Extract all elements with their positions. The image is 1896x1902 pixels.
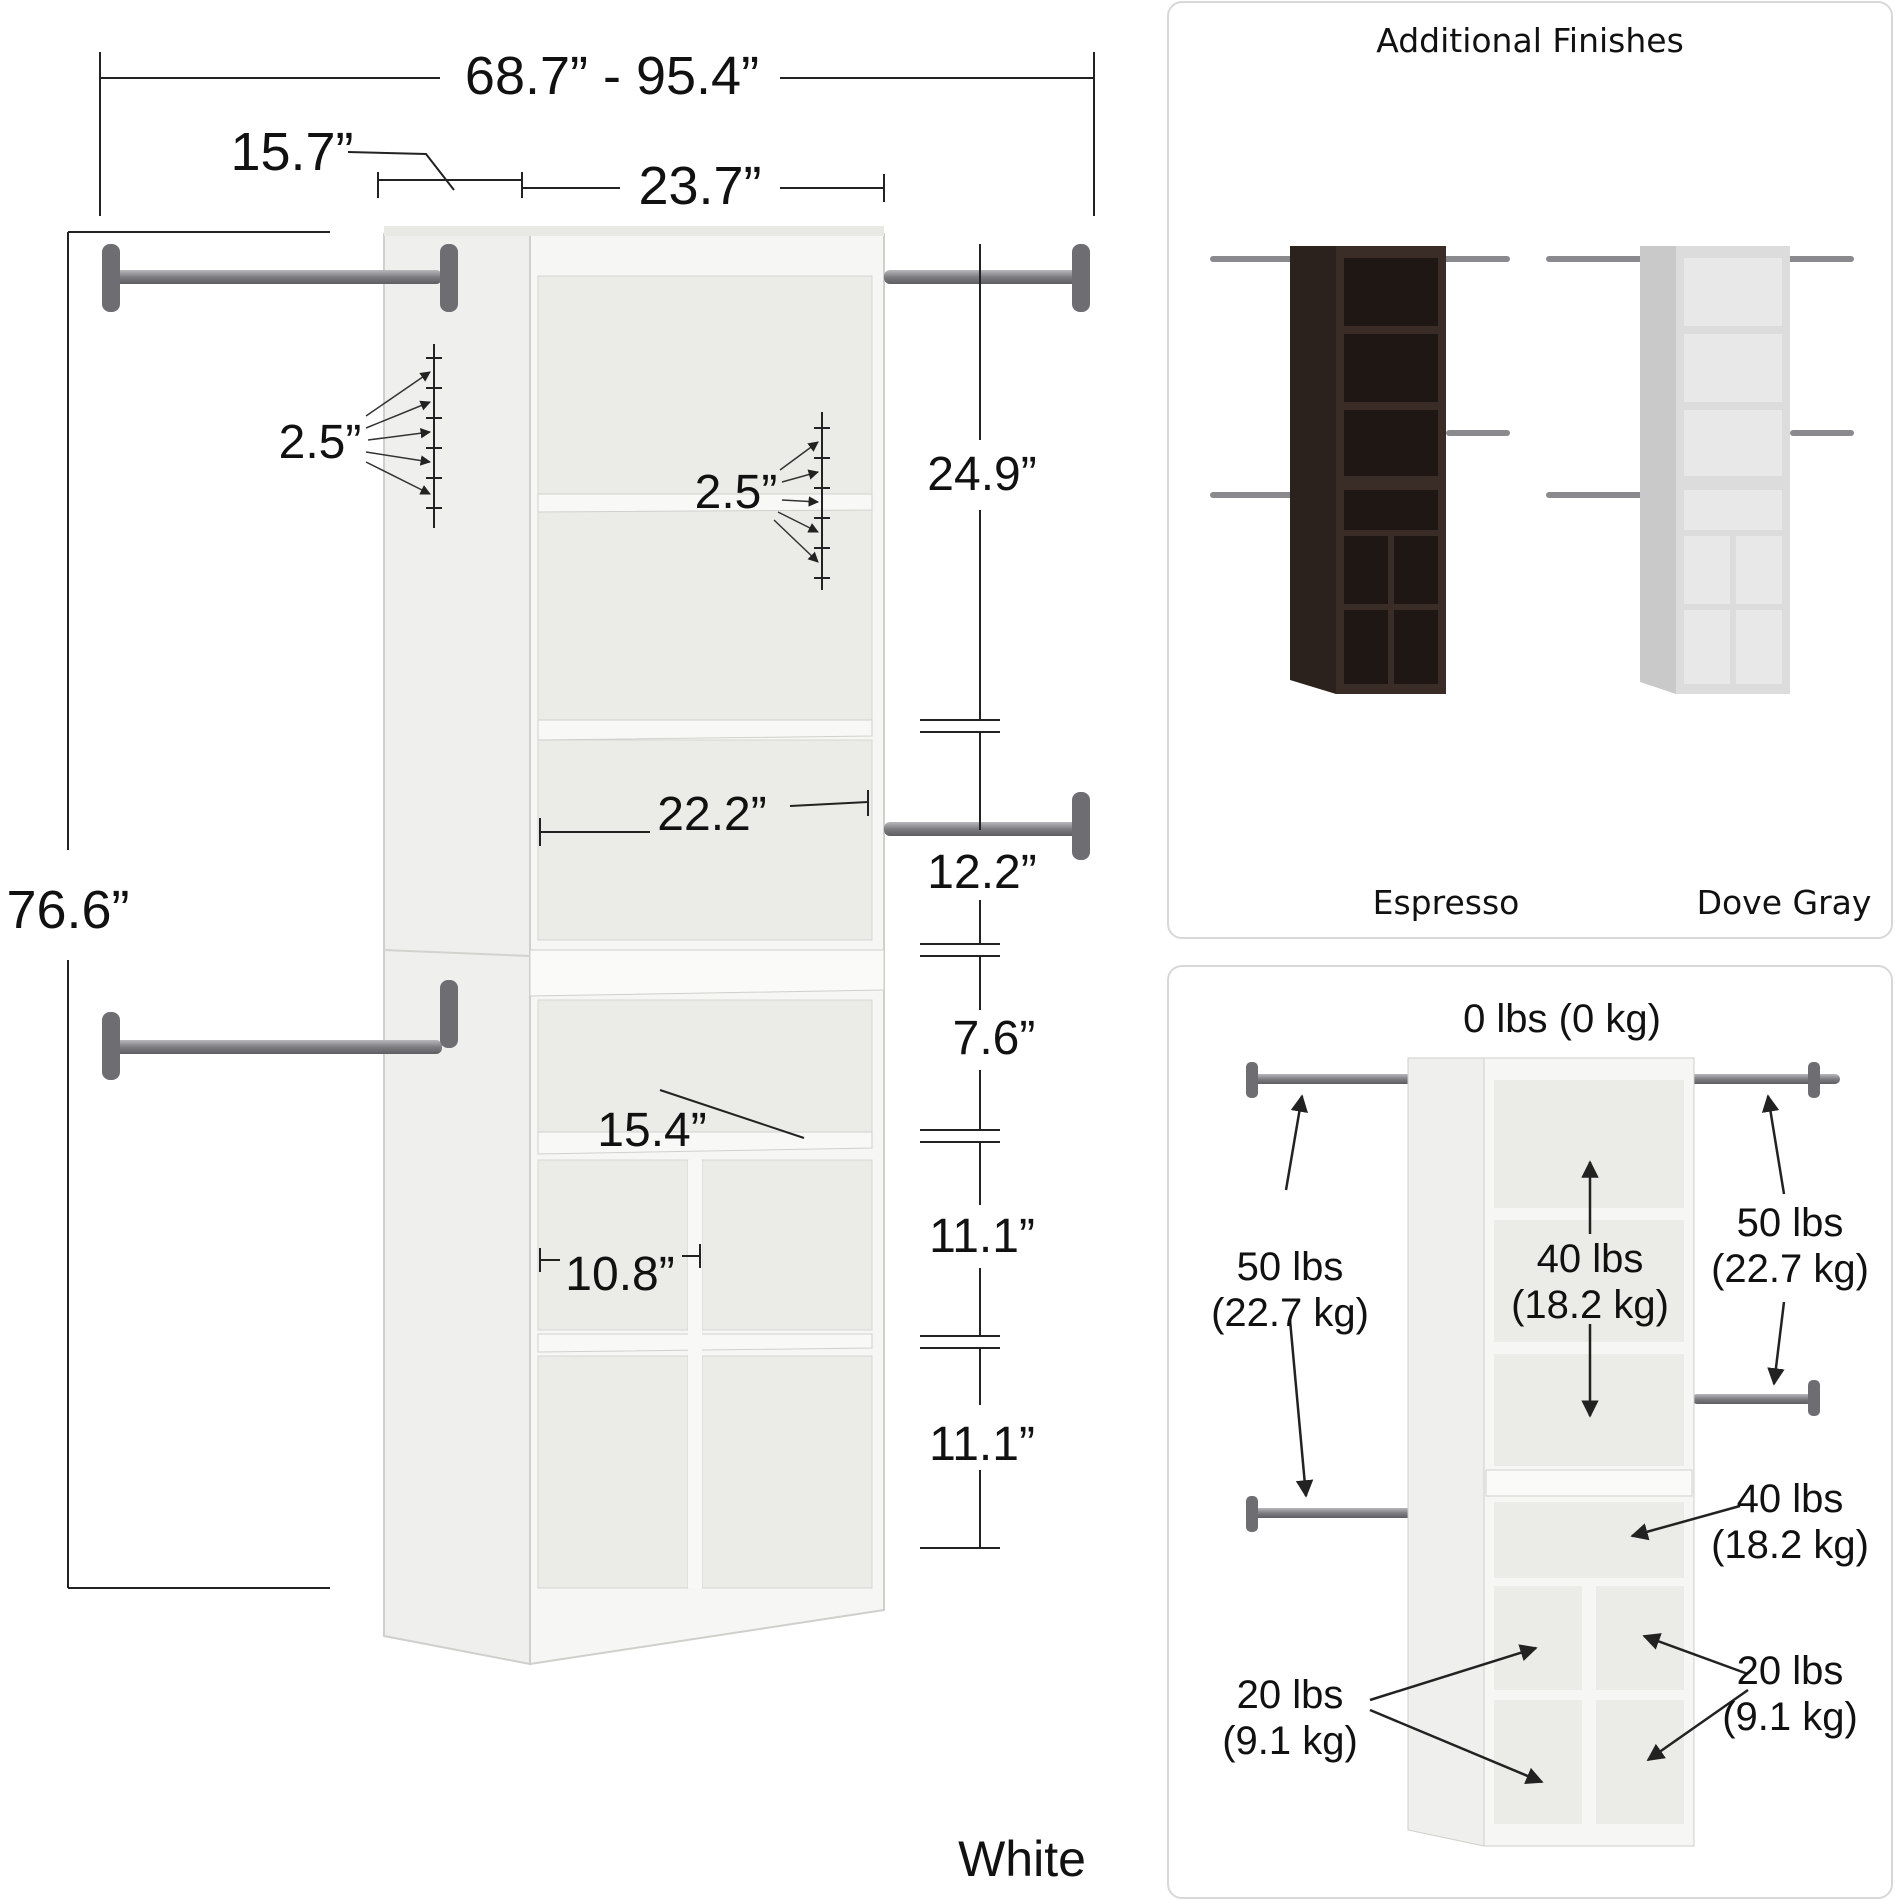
drawer-shelf-weight-lbs: 40 lbs (1737, 1477, 1844, 1521)
closet-rods (102, 244, 1090, 1080)
depth-label: 15.7” (230, 122, 353, 182)
espresso-unit-image (1210, 246, 1510, 694)
dove-gray-label: Dove Gray (1697, 883, 1872, 922)
height-label: 76.6” (6, 880, 129, 940)
cube-width-label: 10.8” (565, 1248, 674, 1301)
rod-top-right (884, 244, 1090, 312)
cube-section-2-label: 11.1” (929, 1418, 1035, 1471)
rod-middle-right (884, 792, 1090, 860)
cubes-left-weight-kg: (9.1 kg) (1222, 1719, 1358, 1763)
top-capacity-label: 0 lbs (0 kg) (1463, 997, 1661, 1041)
main-closet-unit (383, 226, 885, 1666)
drawer-section-label: 7.6” (953, 1012, 1036, 1065)
cube-section-1-label: 11.1” (929, 1210, 1035, 1263)
left-rods-weight-kg: (22.7 kg) (1211, 1291, 1369, 1335)
middle-section-label: 12.2” (927, 846, 1036, 899)
right-rods-weight-lbs: 50 lbs (1737, 1201, 1844, 1245)
shelf-width-label: 22.2” (657, 788, 766, 841)
dove-gray-unit-image (1546, 246, 1854, 694)
hole-spacing-arrows (365, 371, 820, 563)
main-finish-label: White (958, 1831, 1086, 1887)
espresso-label: Espresso (1373, 883, 1520, 922)
rod-lower-left (102, 980, 458, 1080)
total-width-label: 68.7” - 95.4” (465, 46, 759, 106)
right-rods-weight-kg: (22.7 kg) (1711, 1247, 1869, 1291)
drawer-shelf-weight-kg: (18.2 kg) (1711, 1523, 1869, 1567)
upper-shelves-weight-kg: (18.2 kg) (1511, 1283, 1669, 1327)
hole-spacing-left-label: 2.5” (279, 416, 362, 469)
upper-shelves-weight-lbs: 40 lbs (1537, 1237, 1644, 1281)
capacity-arrows (1284, 1094, 1786, 1784)
finishes-title: Additional Finishes (1376, 21, 1684, 60)
shelf-depth-label: 15.4” (597, 1104, 706, 1157)
left-rods-weight-lbs: 50 lbs (1237, 1245, 1344, 1289)
cubes-right-weight-kg: (9.1 kg) (1722, 1695, 1858, 1739)
cubes-right-weight-lbs: 20 lbs (1737, 1649, 1844, 1693)
dimension-labels: 68.7” - 95.4” 15.7” 23.7” 76.6” 2.5” 2.5… (6, 46, 1085, 1887)
hole-spacing-right-label: 2.5” (695, 466, 778, 519)
dimension-lines (67, 52, 1095, 1589)
cubes-left-weight-lbs: 20 lbs (1237, 1673, 1344, 1717)
weight-capacity-panel: 0 lbs (0 kg) 50 lbs (22.7 kg) 50 lbs (22… (1167, 965, 1893, 1899)
additional-finishes-panel: Additional Finishes Espresso (1167, 1, 1893, 939)
top-section-label: 24.9” (927, 448, 1036, 501)
rod-top-left (102, 244, 458, 312)
unit-width-label: 23.7” (638, 156, 761, 216)
